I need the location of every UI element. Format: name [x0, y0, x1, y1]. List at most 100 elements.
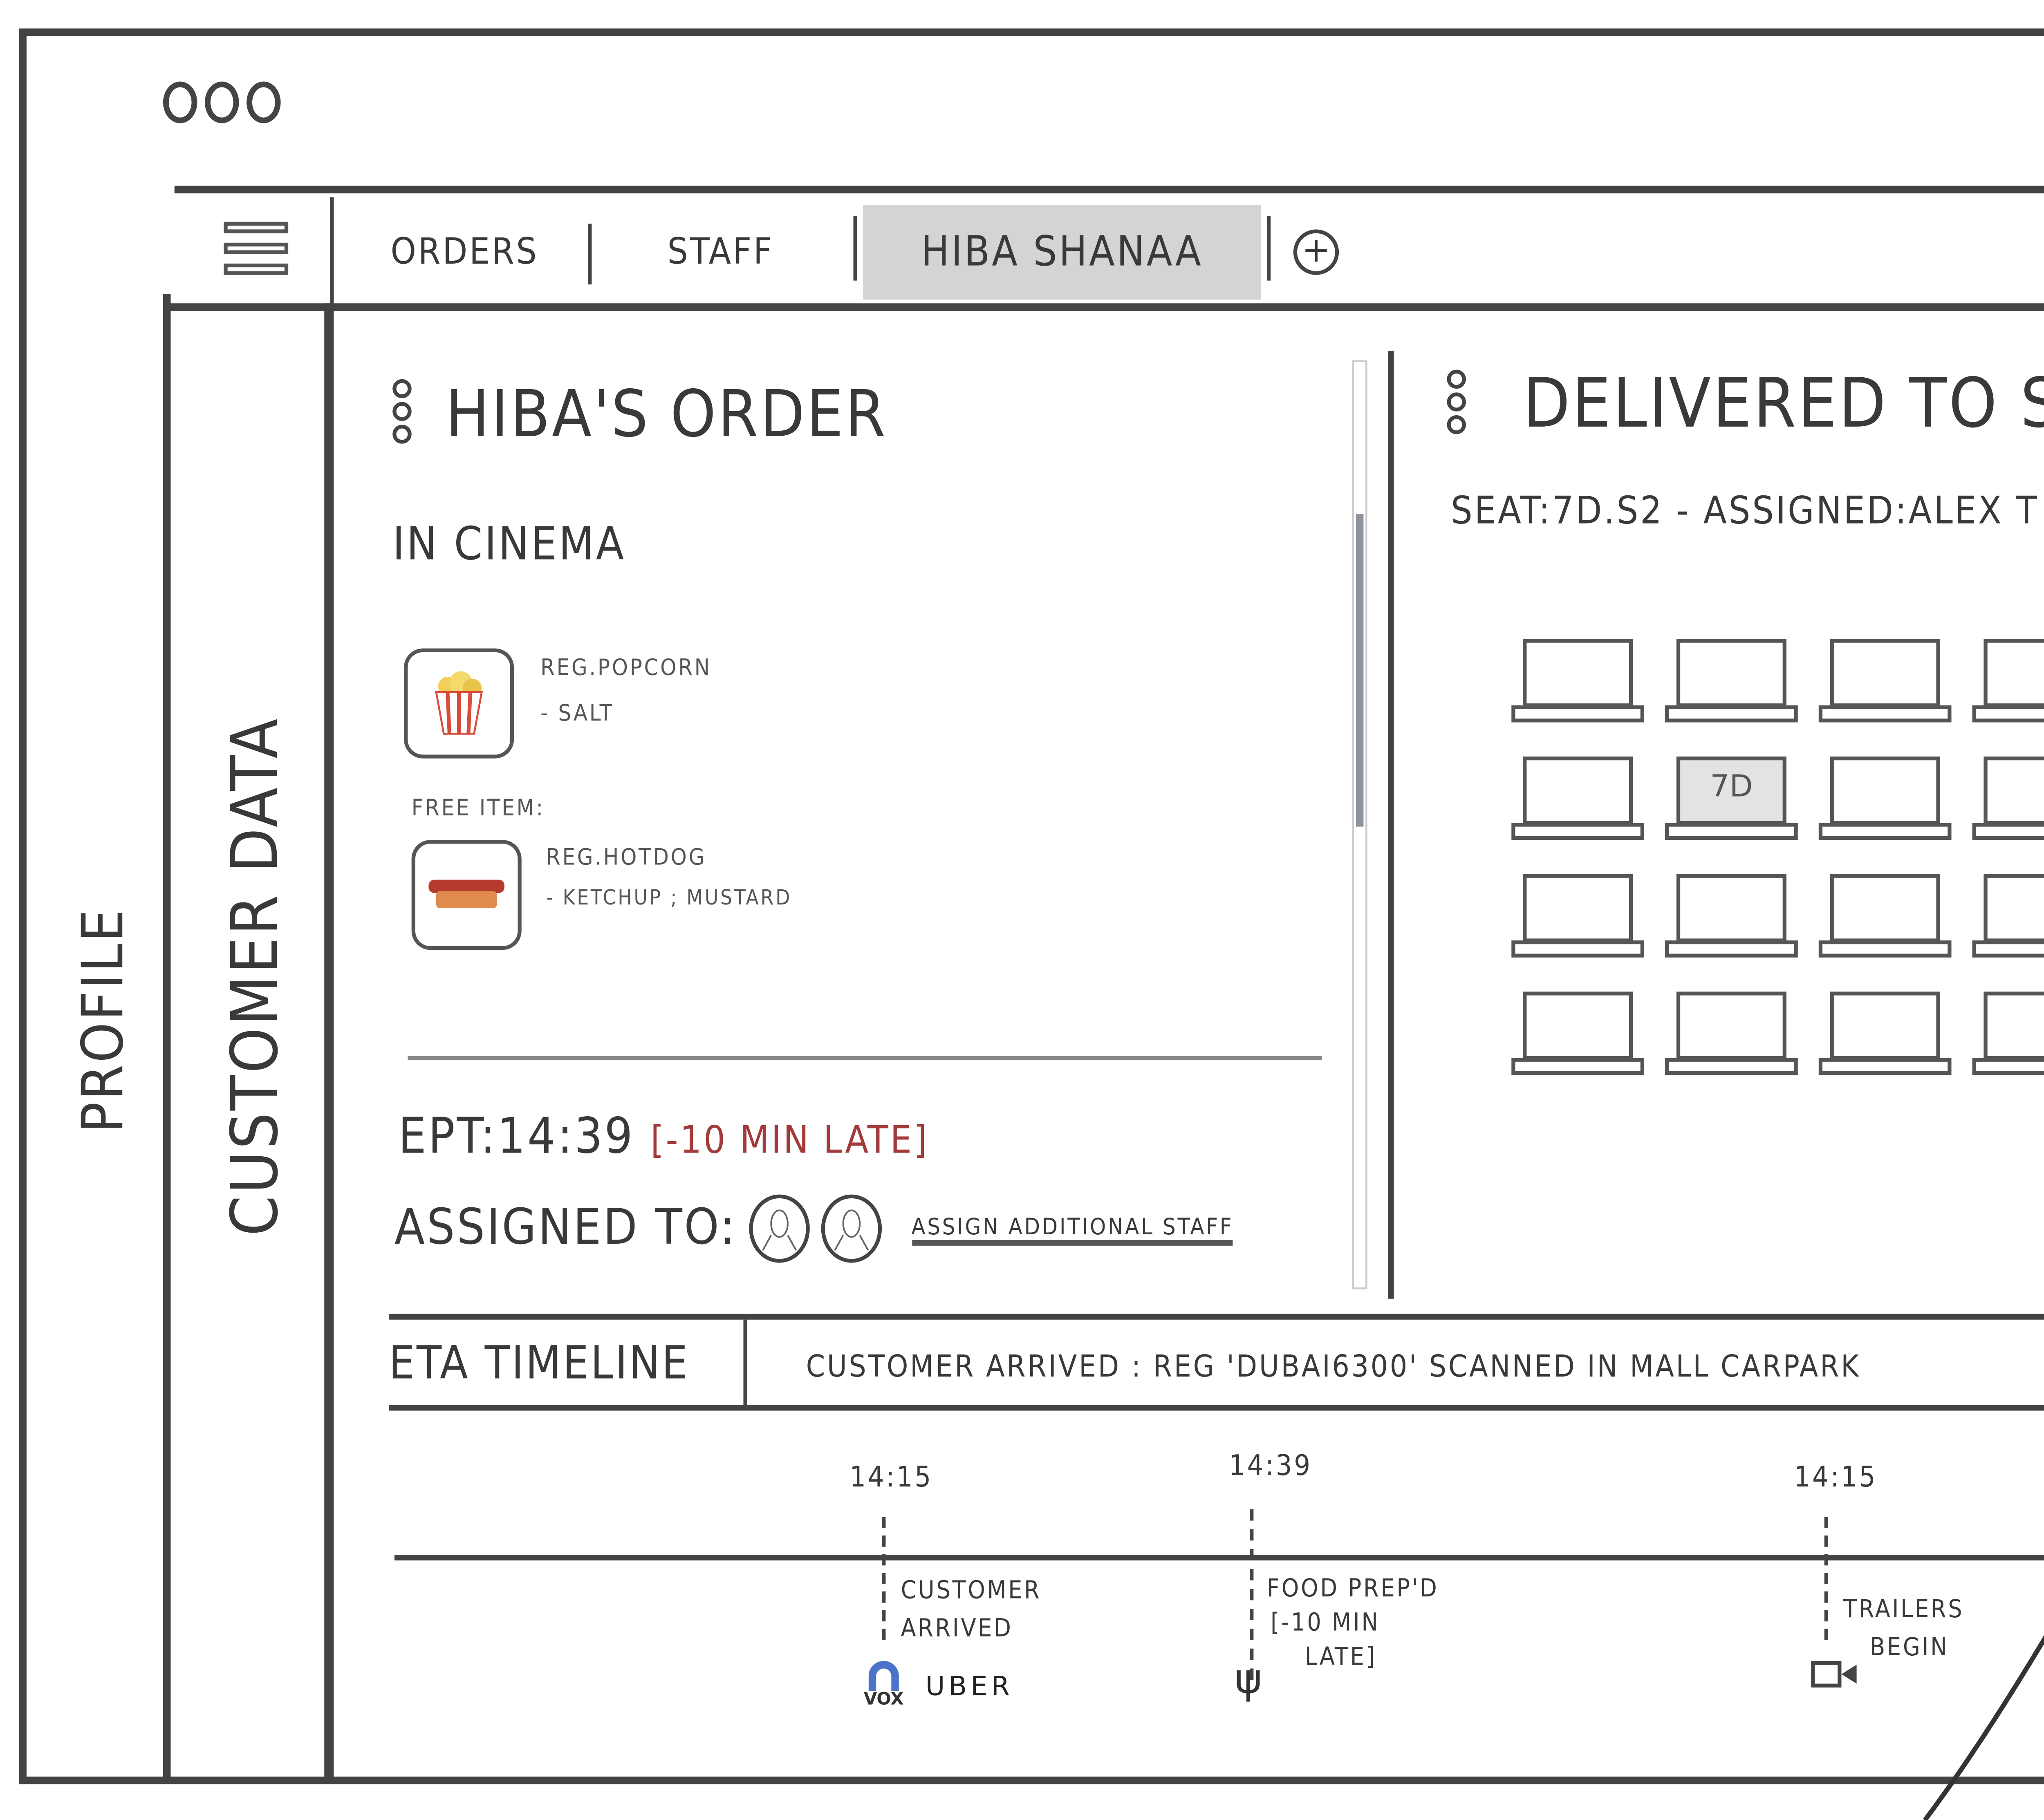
seat-back	[1676, 639, 1786, 707]
user-icon	[833, 1209, 868, 1251]
tab-label: STAFF	[667, 231, 774, 273]
seat-base	[1511, 940, 1645, 958]
timeline-marker	[882, 1517, 886, 1640]
seat[interactable]	[1511, 992, 1645, 1075]
tab-staff[interactable]: STAFF	[626, 205, 816, 300]
late-status: [-10 MIN LATE]	[650, 1117, 929, 1162]
seat-back	[1983, 874, 2044, 942]
more-vertical-icon[interactable]	[392, 379, 412, 444]
tabbar-bottom-line	[167, 303, 2044, 311]
seat[interactable]	[1818, 639, 1952, 723]
annotation-stroke	[1923, 1635, 2044, 1820]
staff-avatar[interactable]	[748, 1194, 809, 1263]
order-panel: HIBA'S ORDER IN CINEMA REG.POPCORN - SAL…	[370, 351, 1375, 1299]
timeline-event-time: 14:15	[849, 1460, 933, 1494]
video-camera-icon	[1811, 1661, 1857, 1688]
timeline-header-line	[388, 1405, 2044, 1411]
seat-back	[1830, 639, 1940, 707]
seat[interactable]	[1665, 639, 1798, 723]
timeline-event-time: 14:15	[1794, 1460, 1878, 1494]
more-vertical-icon[interactable]	[1447, 369, 1466, 434]
seat[interactable]	[1818, 756, 1952, 840]
event-label-line: FOOD PREP'D	[1266, 1576, 1439, 1604]
seat-selected[interactable]: 7D	[1665, 756, 1798, 840]
timeline-marker	[1824, 1517, 1828, 1640]
event-label-line: ARRIVED	[901, 1615, 1013, 1644]
seat-back	[1523, 756, 1633, 825]
item-name: REG.POPCORN	[540, 654, 712, 681]
seat-back	[1676, 992, 1786, 1060]
seat-base	[1972, 705, 2044, 723]
timeline-header-divider	[743, 1319, 747, 1407]
seat-back	[1983, 992, 2044, 1060]
seat-base	[1665, 823, 1798, 840]
seat-base	[1665, 705, 1798, 723]
seat-base	[1511, 823, 1645, 840]
seat-base	[1818, 1058, 1952, 1075]
window-border-left	[19, 34, 27, 1782]
hamburger-icon[interactable]	[224, 222, 289, 275]
seat-base	[1818, 940, 1952, 958]
event-label-line: [-10 MIN	[1271, 1610, 1380, 1639]
timeline-marker	[1250, 1509, 1254, 1680]
tab-orders[interactable]: ORDERS	[360, 205, 569, 300]
item-modifier: - SALT	[540, 699, 614, 726]
delivery-title: DELIVERED TO SEAT	[1523, 366, 2044, 444]
assigned-label: ASSIGNED TO:	[394, 1200, 737, 1257]
seat-base	[1665, 1058, 1798, 1075]
seat-base	[1972, 1058, 2044, 1075]
seat-back	[1983, 639, 2044, 707]
event-label-line: LATE]	[1304, 1644, 1377, 1672]
seat-info: SEAT:7D.S2 - ASSIGNED:ALEX T	[1451, 484, 2044, 537]
tab-divider	[853, 216, 857, 281]
assign-additional-staff-link[interactable]: ASSIGN ADDITIONAL STAFF	[911, 1213, 1234, 1245]
seat-base	[1511, 1058, 1645, 1075]
timeline-message: CUSTOMER ARRIVED : REG 'DUBAI6300' SCANN…	[806, 1348, 1861, 1384]
seat-base	[1818, 705, 1952, 723]
window-control-maximize[interactable]	[247, 81, 281, 123]
tab-label: ORDERS	[390, 231, 539, 273]
staff-avatar[interactable]	[820, 1194, 881, 1263]
window-control-minimize[interactable]	[205, 81, 239, 123]
seat[interactable]	[1972, 756, 2044, 840]
seat[interactable]	[1818, 874, 1952, 958]
timeline-axis	[394, 1554, 2044, 1560]
seat[interactable]	[1972, 874, 2044, 958]
seat[interactable]	[1972, 992, 2044, 1075]
timeline-title: ETA TIMELINE	[388, 1336, 690, 1390]
tab-divider	[588, 224, 592, 284]
hotdog-item-icon	[411, 840, 522, 950]
plus-icon: +	[1302, 231, 1331, 271]
order-scrollbar[interactable]	[1352, 360, 1367, 1289]
event-label-line: CUSTOMER	[901, 1577, 1042, 1606]
tab-hiba-shanaa[interactable]: HIBA SHANAA	[863, 205, 1261, 300]
seat[interactable]	[1972, 639, 2044, 723]
delivery-panel: DELIVERED TO SEAT SEAT:7D.S2 - ASSIGNED:…	[1413, 351, 2044, 1299]
seat-back	[1830, 992, 1940, 1060]
seat-base	[1511, 705, 1645, 723]
order-title: HIBA'S ORDER	[446, 377, 888, 453]
seat-back	[1830, 874, 1940, 942]
seat[interactable]	[1511, 874, 1645, 958]
order-divider	[408, 1056, 1322, 1060]
popcorn-icon	[435, 671, 483, 735]
window-control-close[interactable]	[163, 81, 197, 123]
seat[interactable]	[1511, 756, 1645, 840]
seat[interactable]	[1665, 992, 1798, 1075]
seat-back	[1523, 874, 1633, 942]
scrollbar-thumb[interactable]	[1356, 514, 1364, 827]
tab-label: HIBA SHANAA	[921, 228, 1203, 276]
side-tab-profile[interactable]: PROFILE	[71, 907, 138, 1133]
seat[interactable]	[1818, 992, 1952, 1075]
event-label-line: BEGIN	[1870, 1634, 1949, 1663]
add-tab-button[interactable]: +	[1293, 229, 1339, 275]
side-divider	[163, 294, 171, 1782]
seat[interactable]	[1511, 639, 1645, 723]
event-label-line: TRAILERS	[1843, 1596, 1964, 1625]
seat[interactable]	[1665, 874, 1798, 958]
side-tab-customer-data[interactable]: CUSTOMER DATA	[218, 716, 294, 1236]
timeline-event-label: FOOD PREP'D [-10 MIN LATE]	[1267, 1574, 1439, 1676]
timeline-top-line	[388, 1314, 2044, 1320]
user-icon	[761, 1209, 796, 1251]
popcorn-item-icon	[404, 648, 514, 759]
